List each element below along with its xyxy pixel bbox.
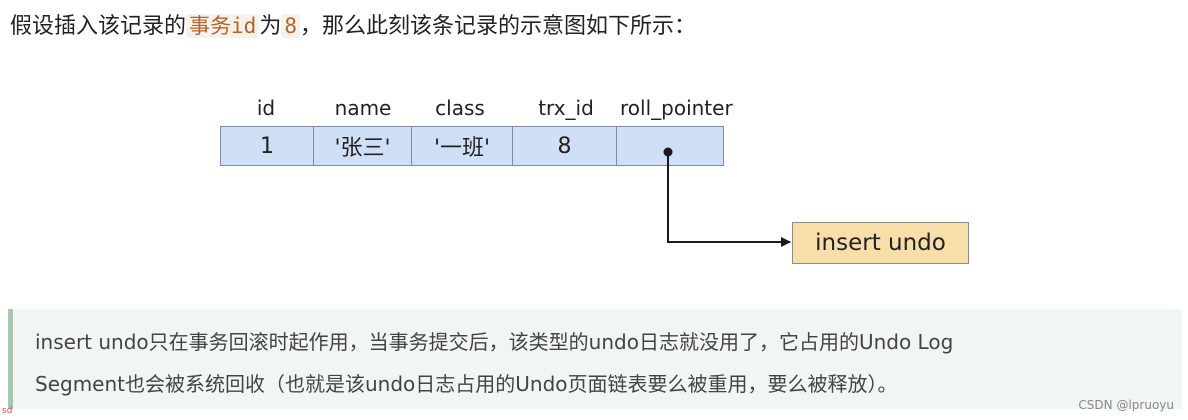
cell-class: '一班' [412,127,513,165]
cell-name: '张三' [314,127,412,165]
record-row: 1 '张三' '一班' 8 [220,126,724,166]
corner-mark: sd [2,406,13,416]
insert-undo-label: insert undo [815,230,946,256]
intro-after: ，那么此刻该条记录的示意图如下所示： [299,14,696,39]
watermark: CSDN @lpruoyu [1078,398,1174,412]
header-class: class [435,96,485,120]
note-line-2: Segment也会被系统回收（也就是该undo日志占用的Undo页面链表要么被重… [35,372,898,396]
intro-value: 8 [281,14,300,38]
intro-before: 假设插入该记录的 [10,14,187,39]
intro-code: 事务id [186,14,260,38]
intro-middle: 为 [259,14,282,39]
insert-undo-box: insert undo [792,222,969,264]
header-name: name [334,96,392,120]
header-roll-pointer: roll_pointer [620,96,733,120]
pointer-line [667,152,791,247]
note-block: insert undo只在事务回滚时起作用，当事务提交后，该类型的undo日志就… [8,309,1182,409]
header-trx-id: trx_id [538,96,594,120]
cell-trx-id: 8 [513,127,617,165]
header-id: id [256,96,276,120]
cell-id: 1 [221,127,314,165]
note-line-1: insert undo只在事务回滚时起作用，当事务提交后，该类型的undo日志就… [35,330,954,354]
